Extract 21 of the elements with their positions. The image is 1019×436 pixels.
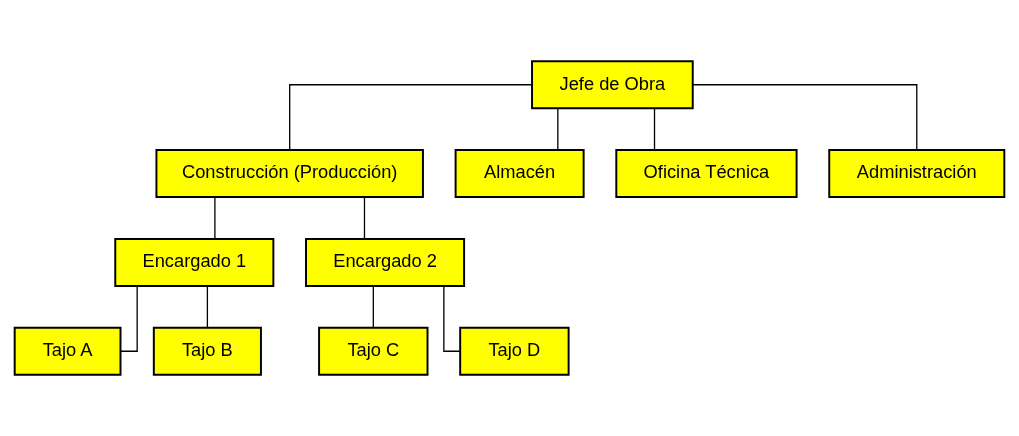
connector xyxy=(372,285,374,329)
connector xyxy=(363,196,366,240)
node-box: Tajo C xyxy=(318,326,429,376)
connector xyxy=(120,285,138,352)
node-box: Almacén xyxy=(454,149,585,199)
node-box: Jefe de Obra xyxy=(531,60,694,110)
node-box: Administración xyxy=(828,149,1006,199)
node-box: Encargado 1 xyxy=(114,237,275,287)
connector xyxy=(557,107,559,151)
node-box: Oficina Técnica xyxy=(615,149,798,199)
node-box: Tajo B xyxy=(152,326,262,376)
connector xyxy=(289,84,533,151)
node-box: Tajo D xyxy=(459,326,570,376)
node-box: Tajo A xyxy=(13,326,122,376)
connector xyxy=(443,285,461,352)
node-box: Encargado 2 xyxy=(305,237,466,287)
node-box: Construcción (Producción) xyxy=(155,149,424,199)
connector xyxy=(206,285,209,329)
connector xyxy=(214,196,216,240)
connector xyxy=(692,84,918,151)
connector xyxy=(653,107,656,151)
